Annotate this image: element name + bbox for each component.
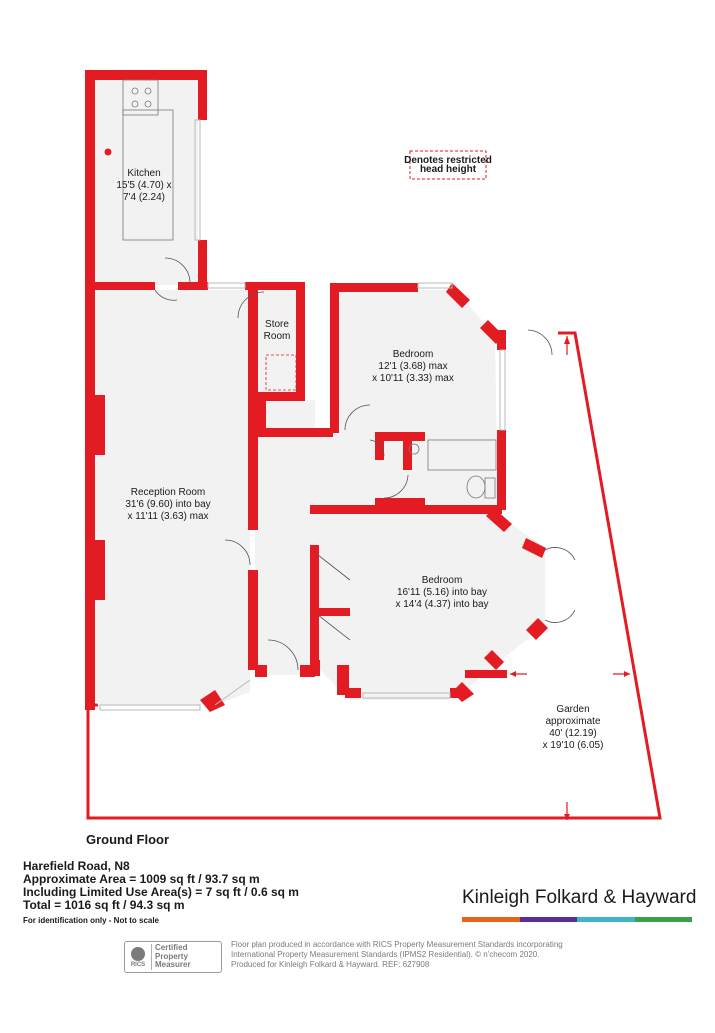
property-address: Harefield Road, N8: [23, 859, 130, 873]
brand-color-bars: [462, 917, 692, 922]
restricted-head-height-legend: [409, 150, 487, 180]
bedroom2-dim-1: 16'11 (5.16) into bay: [397, 587, 487, 598]
brand-bar: [577, 917, 635, 922]
fixtures: [122, 79, 497, 499]
kitchen-dim-1: 15'5 (4.70) x: [116, 180, 171, 191]
reception-name: Reception Room: [131, 487, 205, 498]
legend-text-1: Denotes restricted: [404, 155, 492, 166]
bedroom2-name: Bedroom: [422, 575, 463, 586]
garden-dim-3: x 19'10 (6.05): [543, 740, 604, 751]
kitchen-name: Kitchen: [127, 168, 160, 179]
floor-fill: [95, 80, 545, 705]
store-room-name-2: Room: [264, 331, 291, 342]
doors: [154, 257, 576, 671]
property-info: Harefield Road, N8 Approximate Area = 10…: [23, 860, 299, 927]
cert-line-1: Certified: [155, 943, 188, 953]
brand-bar: [519, 917, 577, 922]
reception-dim-1: 31'6 (9.60) into bay: [125, 499, 210, 510]
floor-label: Ground Floor: [86, 832, 170, 847]
bedroom1-name: Bedroom: [393, 349, 434, 360]
approx-area: Approximate Area = 1009 sq ft / 93.7 sq …: [23, 872, 260, 886]
kitchen-dim-2: 7'4 (2.24): [123, 192, 165, 203]
cert-line-3: Measurer: [155, 960, 191, 970]
disclaimer-line-1: Floor plan produced in accordance with R…: [231, 940, 563, 949]
disclaimer-line-2: International Property Measurement Stand…: [231, 950, 540, 959]
garden-dim-2: 40' (12.19): [549, 728, 597, 739]
windows: [99, 119, 506, 711]
bedroom1-dim-1: 12'1 (3.68) max: [378, 361, 447, 372]
total-area: Total = 1016 sq ft / 94.3 sq m: [23, 898, 185, 912]
identification-note: For identification only - Not to scale: [23, 916, 160, 925]
reception-dim-2: x 11'11 (3.63) max: [127, 511, 208, 522]
legend-text-2: head height: [420, 164, 477, 175]
rics-certification-badge: RICS Certified Property Measurer: [124, 941, 222, 973]
brand-name: Kinleigh Folkard & Hayward: [462, 887, 697, 908]
bedroom1-dim-2: x 10'11 (3.33) max: [372, 373, 454, 384]
disclaimer-line-3: Produced for Kinleigh Folkard & Hayward.…: [231, 960, 430, 969]
kitchen-hob-icon: [104, 148, 112, 156]
bedroom2-dim-2: x 14'4 (4.37) into bay: [395, 599, 488, 610]
cert-line-2: Property: [155, 951, 188, 961]
disclaimer: Floor plan produced in accordance with R…: [231, 940, 563, 970]
brand-bar: [462, 917, 520, 922]
limited-use-area: Including Limited Use Area(s) = 7 sq ft …: [23, 885, 299, 899]
garden-dim-1: approximate: [545, 716, 600, 727]
rics-logo-icon: RICS: [125, 943, 151, 971]
garden-name: Garden: [556, 704, 589, 715]
walls: [85, 70, 548, 712]
brand-bar: [634, 917, 692, 922]
store-room-name-1: Store: [265, 319, 289, 330]
dimension-arrows: [510, 336, 630, 820]
